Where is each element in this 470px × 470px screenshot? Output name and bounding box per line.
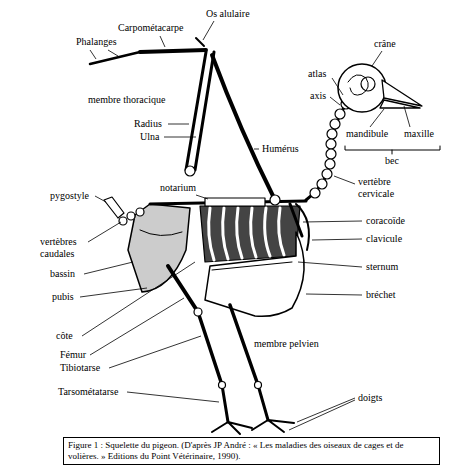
part-label: Ulna [140, 131, 159, 143]
part-label: Tarsométatarse [58, 386, 118, 398]
part-label: mandibule [346, 128, 388, 140]
part-label: Os alulaire [206, 8, 250, 20]
part-label: Radius [134, 118, 162, 130]
part-label: notarium [160, 182, 196, 194]
part-label: atlas [308, 68, 326, 80]
part-label: membre pelvien [254, 338, 319, 350]
part-label: vertèbre cervicale [358, 176, 413, 200]
part-label: maxille [404, 128, 434, 140]
part-label: sternum [366, 261, 398, 273]
leader-lines [80, 21, 410, 430]
part-label: bec [385, 155, 399, 167]
part-label: membre thoracique [88, 94, 165, 106]
part-label: Humérus [262, 143, 299, 155]
part-label: Carpométacarpe [118, 22, 184, 34]
figure-caption: Figure 1 : Squelette du pigeon. (D'après… [63, 437, 440, 465]
part-label: côte [56, 330, 73, 342]
part-label: Fémur [60, 349, 86, 361]
part-label: pygostyle [50, 190, 89, 202]
part-label: Phalanges [76, 36, 117, 48]
part-label: doigts [358, 392, 382, 404]
part-label: clavicule [366, 233, 402, 245]
part-label: axis [310, 90, 326, 102]
part-label: bassin [50, 268, 75, 280]
part-label: coracoïde [366, 215, 405, 227]
part-label: Tibiotarse [60, 362, 100, 374]
part-label: vertèbres caudales [40, 236, 95, 260]
part-label: pubis [52, 291, 74, 303]
part-label: crâne [374, 38, 396, 50]
part-label: bréchet [366, 289, 395, 301]
